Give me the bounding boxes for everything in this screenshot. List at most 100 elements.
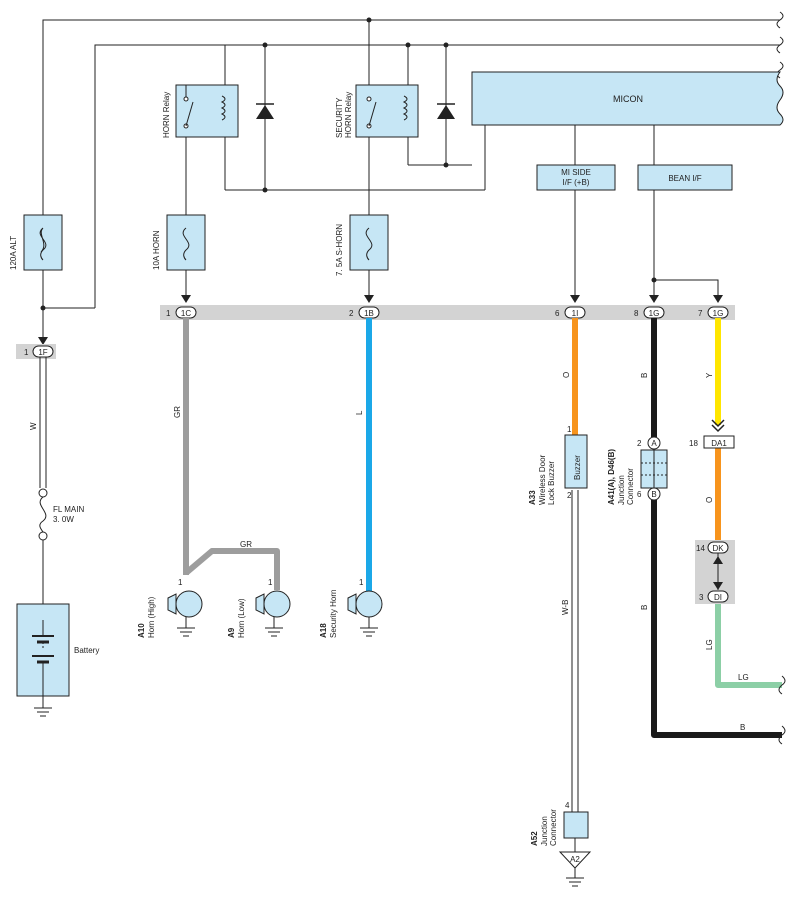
connector-1C-name: 1C	[181, 309, 191, 318]
fuse-7-5a-s-horn	[349, 214, 389, 271]
wire-b	[651, 318, 782, 738]
connector-1I-pin: 6	[555, 309, 560, 318]
da1-pin: 18	[689, 439, 698, 448]
wire-breaks-right	[778, 675, 786, 745]
diode-2	[437, 103, 455, 119]
wire-wb-label: W-B	[561, 600, 570, 615]
a52-name-1: Junction	[540, 816, 549, 846]
junction-connector-a41	[640, 436, 668, 501]
ground-a52-icon	[566, 868, 584, 887]
dk-pin: 14	[696, 544, 705, 553]
wire-lg-out-label: LG	[738, 673, 749, 682]
a52-pin: 4	[565, 801, 570, 810]
wire-wb	[571, 490, 579, 812]
a41-code: A41(A), D46(B)	[607, 449, 616, 505]
di-name: DI	[714, 593, 722, 602]
dk-name: DK	[712, 544, 724, 553]
wire-gr-label: GR	[173, 406, 182, 418]
a18-pin: 1	[359, 578, 364, 587]
connector-1C-pin: 1	[166, 309, 171, 318]
connector-di	[707, 590, 729, 603]
fuse-120a-alt	[23, 214, 63, 271]
arrowheads-top	[38, 295, 723, 345]
connector-1B-name: 1B	[364, 309, 374, 318]
wire-b-out-label: B	[740, 723, 745, 732]
wire-b2-label: B	[640, 605, 649, 610]
a52-code: A52	[530, 831, 539, 846]
wire-lg-label: LG	[705, 639, 714, 650]
a9-code: A9	[227, 627, 236, 638]
bean-if-label: BEAN I/F	[668, 174, 701, 183]
a52-ground-label: A2	[570, 855, 580, 864]
fuse-horn-label: 10A HORN	[152, 230, 161, 270]
a18-code: A18	[319, 623, 328, 638]
buzzer-a33	[564, 434, 588, 489]
junction-dots	[40, 17, 657, 311]
a33-name-1: Wireless Door	[538, 454, 547, 505]
arrow-y	[711, 419, 725, 433]
mi-side-label-1: MI SIDE	[561, 168, 591, 177]
mi-side-if-box	[536, 164, 616, 191]
a52-name-2: Connector	[549, 809, 558, 846]
a41-pin-a-num: 2	[637, 439, 642, 448]
horn-high	[167, 590, 203, 637]
fuse-s-horn-label: 7. 5A S-HORN	[335, 224, 344, 276]
fl-main-label-1: FL MAIN	[53, 505, 84, 514]
connector-da1	[703, 435, 735, 449]
battery	[16, 603, 70, 697]
fl-main-fuse	[38, 488, 48, 604]
connector-1G-8-name: 1G	[649, 309, 660, 318]
a41-name-2: Connector	[626, 468, 635, 505]
wire-y-label: Y	[705, 372, 714, 378]
a41-pin-b-num: 6	[637, 490, 642, 499]
security-relay-label-1: SECURITY	[335, 97, 344, 138]
connector-1G-7-name: 1G	[713, 309, 724, 318]
horn-relay-label: HORN Relay	[162, 92, 171, 138]
diode-1	[256, 103, 274, 119]
wire-w-label: W	[29, 422, 38, 430]
a10-name: Horn (High)	[147, 596, 156, 638]
da1-name: DA1	[711, 439, 727, 448]
connector-1F-pin: 1	[24, 348, 29, 357]
a33-code: A33	[528, 490, 537, 505]
micon-label: MICON	[613, 94, 643, 104]
micon-block	[471, 71, 784, 126]
connector-1G-7-pin: 7	[698, 309, 703, 318]
a9-pin: 1	[268, 578, 273, 587]
horn-relay	[175, 84, 239, 138]
wire-gr	[183, 318, 280, 590]
di-pin: 3	[699, 593, 704, 602]
connector-1F-name: 1F	[38, 348, 47, 357]
connector-1F	[32, 345, 54, 358]
a33-box-label: Buzzer	[573, 455, 582, 480]
fuse-10a-horn	[166, 214, 206, 271]
a41-name-1: Junction	[617, 475, 626, 505]
battery-label: Battery	[74, 646, 99, 655]
a33-pin-top: 1	[567, 425, 572, 434]
connector-1I-name: 1I	[572, 309, 579, 318]
a9-name: Horn (Low)	[237, 598, 246, 638]
fl-main-label-2: 3. 0W	[53, 515, 74, 524]
security-horn-relay	[355, 84, 419, 138]
a33-pin-bottom: 2	[567, 491, 572, 500]
dk-di-arrows	[713, 556, 723, 590]
fuse-alt-label: 120A ALT	[9, 236, 18, 270]
connector-1B-pin: 2	[349, 309, 354, 318]
wire-w	[39, 357, 47, 488]
connector-bar-main	[160, 305, 735, 320]
junction-connector-a52	[558, 811, 592, 869]
a10-code: A10	[137, 623, 146, 638]
mi-side-label-2: I/F (+B)	[563, 178, 590, 187]
a33-name-2: Lock Buzzer	[547, 461, 556, 505]
a18-name: Security Horn	[329, 590, 338, 638]
wire-gr-cross-label: GR	[240, 540, 252, 549]
bean-if-box	[637, 164, 733, 191]
wire-o2-label: O	[705, 497, 714, 503]
security-relay-label-2: HORN Relay	[344, 92, 353, 138]
wire-o-label: O	[562, 372, 571, 378]
a10-pin: 1	[178, 578, 183, 587]
wire-b-label: B	[640, 373, 649, 378]
wire-l-label: L	[355, 410, 364, 415]
security-horn	[347, 590, 383, 637]
